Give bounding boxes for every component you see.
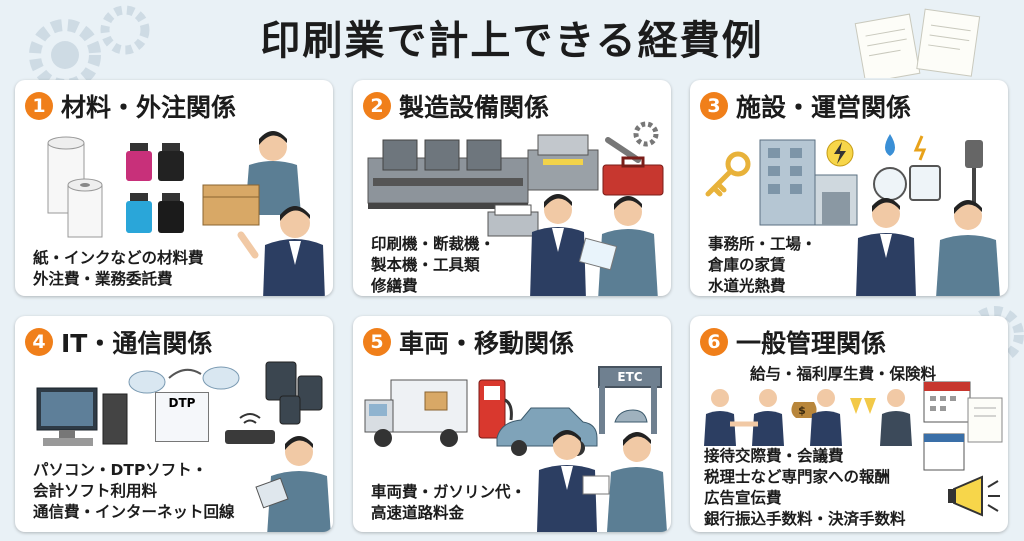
card-title: IT・通信関係	[61, 329, 213, 358]
card-number-badge: 2	[363, 92, 391, 120]
truck-icon	[364, 379, 468, 447]
card-facilities: 3 施設・運営関係 事務所・工場・ 倉庫の家賃 水道光熱費	[690, 80, 1008, 296]
binding-machine-icon	[487, 204, 539, 237]
card-header: 3 施設・運営関係	[700, 88, 911, 124]
computer-icon	[36, 387, 128, 446]
card-description: 事務所・工場・ 倉庫の家賃 水道光熱費	[708, 235, 817, 295]
dtp-label: DTP	[168, 396, 196, 410]
calendar-icon	[923, 381, 1003, 471]
card-title: 材料・外注関係	[61, 93, 237, 122]
card-title: 施設・運営関係	[736, 93, 912, 122]
staff-with-tablet-illustration	[530, 194, 658, 296]
cloud-sync-icon	[128, 366, 240, 394]
dtp-software-icon: DTP	[155, 392, 209, 442]
staff-pair-illustration	[856, 198, 1000, 296]
card-it: 4 IT・通信関係 DTP パソコン・DTPソフト・ 会計ソフト利用料 通信費・…	[15, 316, 333, 532]
paper-cutter-icon	[527, 134, 599, 191]
card-number-badge: 6	[700, 328, 728, 356]
paper-roll-icon	[47, 136, 103, 238]
card-number-badge: 1	[25, 92, 53, 120]
toolbox-icon	[602, 121, 664, 196]
money-symbol: $	[798, 404, 806, 417]
megaphone-icon	[948, 475, 1000, 517]
gear-decoration-icon	[100, 5, 150, 55]
card-header: 1 材料・外注関係	[25, 88, 236, 124]
card-number-badge: 4	[25, 328, 53, 356]
card-general-admin: 6 一般管理関係 給与・福利厚生費・保険料 $ 接待交際費・会議費 税理士など専…	[690, 316, 1008, 532]
gear-decoration-icon	[29, 19, 101, 91]
card-description: 印刷機・断裁機・ 製本機・工具類 修繕費	[371, 235, 496, 295]
card-subtitle: 給与・福利厚生費・保険料	[750, 365, 937, 383]
key-icon	[705, 151, 751, 197]
worker-with-box-illustration	[202, 131, 325, 296]
etc-label: ETC	[617, 370, 643, 384]
utilities-meter-icon	[873, 134, 983, 205]
card-header: 5 車両・移動関係	[363, 324, 574, 360]
gas-pump-icon	[478, 379, 513, 439]
etc-gate-sign: ETC	[598, 366, 662, 388]
mobile-devices-icon	[265, 361, 323, 425]
card-title: 製造設備関係	[399, 93, 550, 122]
card-equipment: 2 製造設備関係 印刷機・断裁機・ 製本機・工具類 修繕費	[353, 80, 671, 296]
card-description: パソコン・DTPソフト・ 会計ソフト利用料 通信費・インターネット回線	[33, 461, 235, 521]
business-meeting-illustration	[704, 389, 912, 446]
card-description: 接待交際費・会議費 税理士など専門家への報酬 広告宣伝費 銀行振込手数料・決済手…	[704, 447, 906, 528]
card-description: 車両費・ガソリン代・ 高速道路料金	[371, 483, 527, 522]
staff-pair-illustration	[537, 430, 667, 532]
building-icon	[759, 139, 858, 226]
card-materials: 1 材料・外注関係 紙・インクなどの材料費 外注費・業務委託費	[15, 80, 333, 296]
card-header: 6 一般管理関係	[700, 324, 886, 360]
card-vehicles: 5 車両・移動関係 ETC 車両費・ガソリン代・ 高速道路料金	[353, 316, 671, 532]
ink-bottles-icon	[126, 143, 184, 233]
electricity-icon	[826, 139, 854, 167]
card-description: 紙・インクなどの材料費 外注費・業務委託費	[33, 249, 204, 288]
page-title: 印刷業で計上できる経費例	[260, 18, 764, 64]
card-title: 車両・移動関係	[399, 329, 575, 358]
etc-gate-icon	[599, 386, 657, 434]
card-header: 4 IT・通信関係	[25, 324, 212, 360]
worker-with-tablet-illustration	[255, 436, 331, 532]
printing-press-icon	[367, 139, 529, 209]
documents-decoration-icon	[854, 8, 981, 78]
card-number-badge: 5	[363, 328, 391, 356]
money-bag-icon: $	[794, 404, 810, 417]
router-icon	[225, 413, 275, 444]
card-number-badge: 3	[700, 92, 728, 120]
card-title: 一般管理関係	[736, 329, 887, 358]
card-header: 2 製造設備関係	[363, 88, 549, 124]
